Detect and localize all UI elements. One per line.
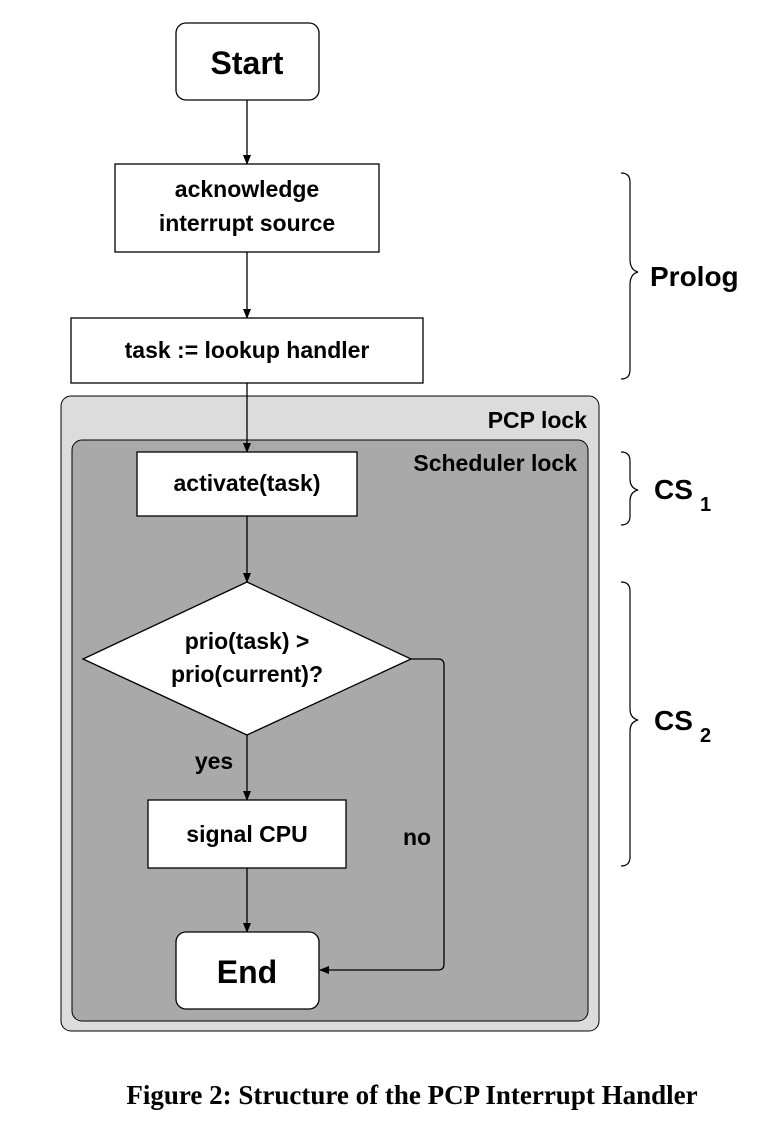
cs1-label: CS (654, 474, 693, 505)
scheduler-lock-region (71, 439, 589, 1022)
acknowledge-node (114, 163, 380, 253)
cs1-subscript: 1 (700, 494, 711, 516)
lookup-node (70, 317, 424, 384)
end-node (175, 931, 320, 1010)
end-label: End (217, 954, 277, 990)
edge-no-label: no (403, 824, 431, 850)
cs2-label: CS (654, 705, 693, 736)
start-label: Start (211, 45, 284, 81)
decision-label-line1: prio(task) > (185, 628, 310, 654)
activate-label: activate(task) (173, 470, 320, 496)
edge-yes-label: yes (195, 748, 233, 774)
cs2-subscript: 2 (700, 725, 711, 747)
signal-cpu-node (147, 799, 347, 869)
acknowledge-label-line2: interrupt source (159, 210, 335, 236)
edge-decision-no-to-end (319, 658, 445, 974)
acknowledge-label-line1: acknowledge (175, 176, 319, 202)
start-node (175, 22, 320, 101)
pcp-lock-label: PCP lock (488, 407, 587, 433)
prolog-label: Prolog (650, 261, 739, 292)
decision-node (81, 581, 413, 736)
signal-cpu-label: signal CPU (186, 821, 307, 847)
cs2-brace (620, 581, 639, 867)
activate-node (136, 451, 358, 517)
figure-caption: Figure 2: Structure of the PCP Interrupt… (126, 1080, 697, 1110)
scheduler-lock-label: Scheduler lock (413, 450, 577, 476)
cs1-brace (620, 451, 639, 526)
prolog-brace (620, 172, 639, 380)
lookup-label: task := lookup handler (125, 337, 370, 363)
decision-label-line2: prio(current)? (171, 661, 323, 687)
